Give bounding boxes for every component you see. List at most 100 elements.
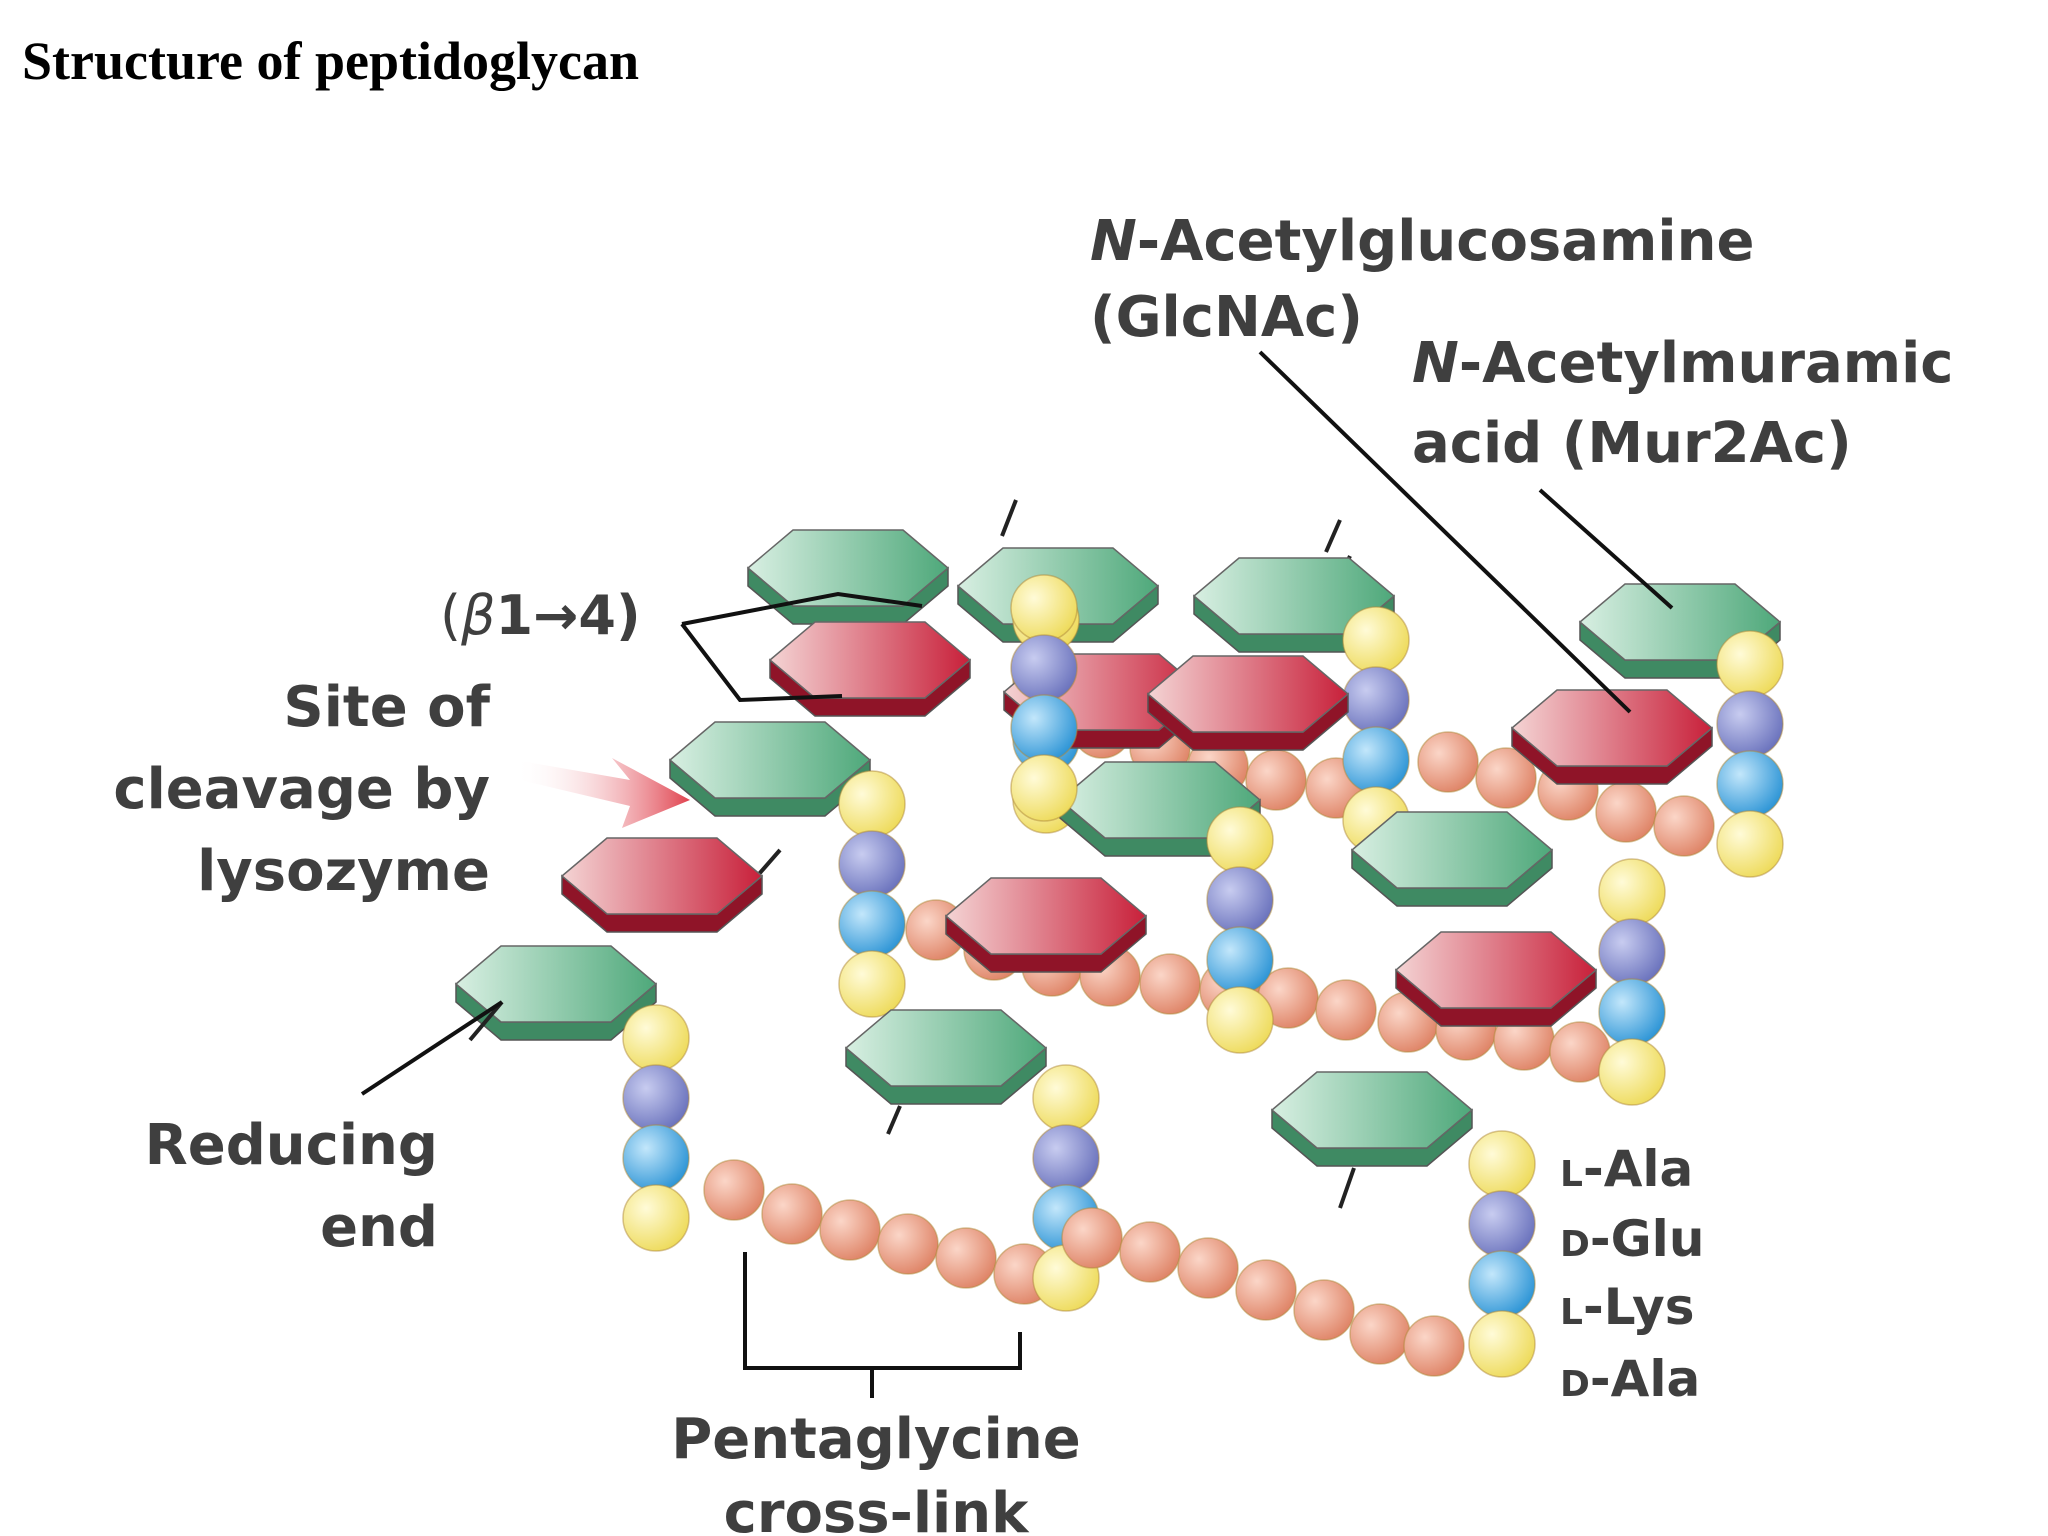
glcnac-label-italic: N (1090, 209, 1137, 274)
d-glu-residue (1206, 866, 1274, 934)
lysozyme-label-line3: lysozyme (197, 839, 490, 904)
glycine-residue (1349, 1303, 1411, 1365)
bond-line (468, 1000, 504, 1042)
bond-line (1000, 499, 1018, 537)
l-lys-residue (622, 1124, 690, 1192)
lysozyme-label-line1: Site of (283, 675, 490, 740)
svg-text:L-Ala: L-Ala (1560, 1140, 1693, 1198)
d-ala-residue (1468, 1310, 1536, 1378)
page-title: Structure of peptidoglycan (22, 31, 639, 91)
svg-text:N-Acetylglucosamine: N-Acetylglucosamine (1090, 209, 1754, 274)
pentaglycine-label-line2: cross-link (724, 1481, 1030, 1536)
glcnac-label-line1: -Acetylglucosamine (1137, 209, 1755, 274)
l-ala-prefix: L (1560, 1154, 1583, 1195)
glcnac-sugar (1192, 557, 1396, 635)
glcnac-sugar (1350, 811, 1554, 889)
glycine-residue (1403, 1315, 1465, 1377)
reducing-end-label-line1: Reducing (145, 1113, 438, 1178)
murnac-sugar (944, 877, 1148, 955)
d-glu-residue (838, 830, 906, 898)
l-lys-label: -Lys (1583, 1278, 1695, 1336)
d-glu-residue (1010, 634, 1078, 702)
l-lys-residue (1342, 726, 1410, 794)
l-ala-residue (1468, 1130, 1536, 1198)
glycine-residue (1475, 747, 1537, 809)
d-glu-residue (1468, 1190, 1536, 1258)
d-glu-residue (1716, 690, 1784, 758)
glcnac-sugar (454, 945, 658, 1023)
l-ala-residue (1598, 858, 1666, 926)
l-lys-residue (1716, 750, 1784, 818)
l-lys-residue (1598, 978, 1666, 1046)
d-glu-residue (1598, 918, 1666, 986)
reducing-end-pointer-line (360, 1000, 504, 1096)
bond-label-rest: 1→4) (496, 584, 641, 647)
glycine-residue (935, 1227, 997, 1289)
d-ala-prefix: D (1560, 1364, 1590, 1405)
glcnac-sugar (1270, 1071, 1474, 1149)
d-ala-label: -Ala (1590, 1350, 1700, 1408)
bond-line (1338, 1167, 1356, 1209)
l-ala-residue (838, 770, 906, 838)
svg-text:(β1→4): (β1→4) (440, 584, 641, 647)
l-lys-residue (1206, 926, 1274, 994)
d-ala-residue (1206, 986, 1274, 1054)
murnac-label-italic: N (1412, 331, 1459, 396)
bond-label-open: ( (440, 584, 461, 647)
molecule-layer (454, 499, 1784, 1378)
d-glu-residue (622, 1064, 690, 1132)
glycine-residue (1139, 953, 1201, 1015)
l-lys-prefix: L (1560, 1292, 1583, 1333)
glycine-residue (761, 1183, 823, 1245)
bond-label-beta: β (460, 584, 495, 647)
d-glu-label: -Glu (1590, 1210, 1705, 1268)
lysozyme-label-line2: cleavage by (113, 757, 490, 822)
glcnac-pointer-line (1258, 350, 1632, 714)
l-lys-residue (1468, 1250, 1536, 1318)
svg-text:N-Acetylmuramic: N-Acetylmuramic (1412, 331, 1953, 396)
l-ala-residue (1716, 630, 1784, 698)
glycine-residue (1177, 1237, 1239, 1299)
glycine-residue (1061, 1207, 1123, 1269)
lysozyme-arrow (515, 758, 690, 828)
murnac-sugar (1394, 931, 1598, 1009)
l-lys-residue (838, 890, 906, 958)
l-ala-residue (1206, 806, 1274, 874)
murnac-pointer-line (1538, 488, 1674, 610)
bond-bracket-line (680, 591, 923, 703)
l-ala-residue (1010, 574, 1078, 642)
pentaglycine-bracket (743, 1252, 1022, 1398)
d-glu-residue (1342, 666, 1410, 734)
murnac-label-line1: -Acetylmuramic (1459, 331, 1954, 396)
glycine-residue (819, 1199, 881, 1261)
murnac-sugar (560, 837, 764, 915)
l-lys-residue (1010, 694, 1078, 762)
glcnac-label-line2: (GlcNAc) (1090, 285, 1363, 350)
d-glu-residue (1032, 1124, 1100, 1192)
murnac-label-line2: acid (Mur2Ac) (1412, 411, 1852, 476)
glycine-residue (1235, 1259, 1297, 1321)
svg-text:D-Ala: D-Ala (1560, 1350, 1700, 1408)
pentaglycine-label-line1: Pentaglycine (671, 1407, 1080, 1472)
d-glu-prefix: D (1560, 1224, 1590, 1265)
murnac-sugar (1146, 655, 1350, 733)
l-ala-residue (1342, 606, 1410, 674)
l-ala-residue (1032, 1064, 1100, 1132)
glycine-residue (1417, 731, 1479, 793)
d-ala-residue (1010, 754, 1078, 822)
svg-text:L-Lys: L-Lys (1560, 1278, 1695, 1336)
d-ala-residue (838, 950, 906, 1018)
d-ala-residue (622, 1184, 690, 1252)
glycine-residue (703, 1159, 765, 1221)
glcnac-sugar (1058, 761, 1262, 839)
glycine-residue (877, 1213, 939, 1275)
glcnac-sugar (844, 1009, 1048, 1087)
l-ala-label: -Ala (1583, 1140, 1693, 1198)
d-ala-residue (1598, 1038, 1666, 1106)
glycine-residue (1653, 795, 1715, 857)
bond-line (1324, 519, 1342, 553)
svg-text:D-Glu: D-Glu (1560, 1210, 1704, 1268)
glycine-residue (1293, 1279, 1355, 1341)
d-ala-residue (1716, 810, 1784, 878)
